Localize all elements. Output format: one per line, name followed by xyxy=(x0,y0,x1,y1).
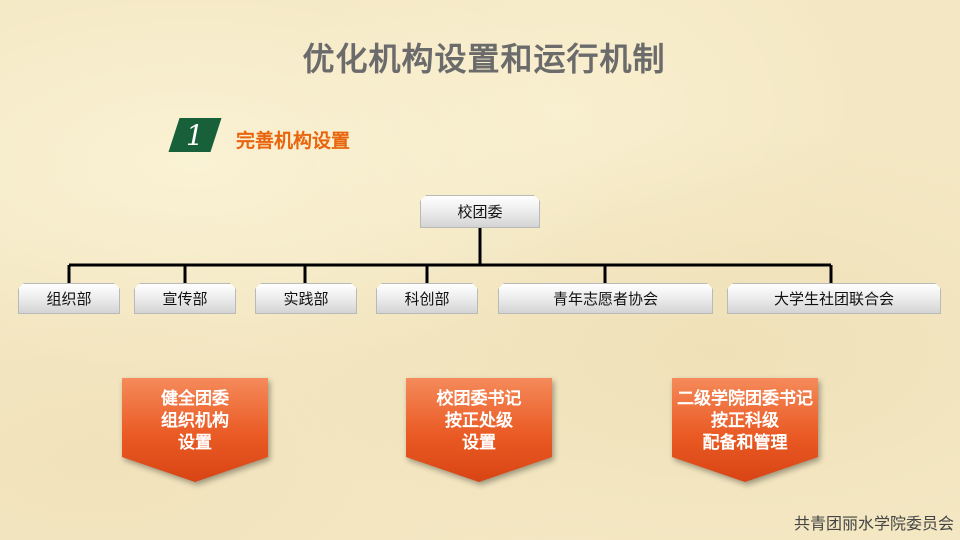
callout-line: 配备和管理 xyxy=(702,433,788,453)
callout-line: 组织机构 xyxy=(161,411,229,431)
org-node-volunteer-association: 青年志愿者协会 xyxy=(498,283,713,314)
callout-line: 二级学院团委书记 xyxy=(677,389,813,409)
callout-line: 校团委书记 xyxy=(436,389,522,409)
callout-line: 按正处级 xyxy=(445,411,513,431)
callout-line: 设置 xyxy=(462,433,496,453)
callout-organization-setup: 健全团委 组织机构 设置 xyxy=(122,378,268,482)
org-node-publicity-dept: 宣传部 xyxy=(134,283,236,314)
org-node-innovation-dept: 科创部 xyxy=(376,283,478,314)
org-node-organization-dept: 组织部 xyxy=(18,283,120,314)
section-title: 完善机构设置 xyxy=(236,130,351,152)
org-node-practice-dept: 实践部 xyxy=(255,283,357,314)
callout-college-secretary: 二级学院团委书记 按正科级 配备和管理 xyxy=(672,378,818,482)
org-node-student-club-federation: 大学生社团联合会 xyxy=(727,283,941,314)
callout-line: 健全团委 xyxy=(161,389,229,409)
callout-line: 按正科级 xyxy=(711,411,779,431)
footer-organization-name: 共青团丽水学院委员会 xyxy=(793,514,954,533)
org-node-root: 校团委 xyxy=(420,195,540,228)
callout-secretary-rank: 校团委书记 按正处级 设置 xyxy=(406,378,552,482)
page-title: 优化机构设置和运行机制 xyxy=(302,40,666,78)
callout-line: 设置 xyxy=(178,433,212,453)
